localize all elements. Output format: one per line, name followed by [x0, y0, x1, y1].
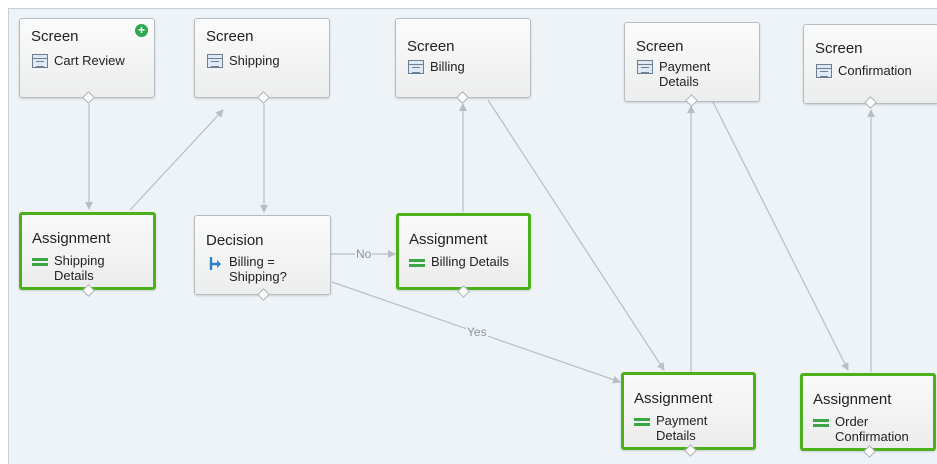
- screen-node-payment-details[interactable]: Screen Payment Details: [624, 22, 760, 102]
- connector-label-no: No: [355, 247, 373, 261]
- node-label: Shipping Details: [54, 253, 105, 283]
- screen-node-shipping[interactable]: Screen Shipping: [194, 18, 330, 98]
- screen-icon: [207, 54, 223, 68]
- connector-label-yes: Yes: [466, 325, 488, 339]
- node-label: Billing: [430, 59, 465, 74]
- node-label: Shipping: [229, 53, 280, 68]
- decision-icon: [209, 257, 221, 270]
- assignment-node-billing-details[interactable]: Assignment Billing Details: [396, 213, 531, 290]
- screen-node-cart-review[interactable]: + Screen Cart Review: [19, 18, 155, 98]
- node-label: Billing Details: [431, 254, 510, 269]
- node-type: Decision: [206, 232, 264, 249]
- node-type: Screen: [407, 38, 455, 55]
- screen-node-billing[interactable]: Screen Billing: [395, 18, 531, 98]
- node-type: Screen: [815, 40, 863, 57]
- node-type: Assignment: [32, 230, 111, 247]
- node-type: Screen: [636, 38, 684, 55]
- node-label: Payment Details: [656, 413, 708, 443]
- plus-circle-icon: +: [135, 24, 148, 37]
- assignment-node-shipping-details[interactable]: Assignment Shipping Details: [19, 212, 156, 290]
- assignment-node-payment-details[interactable]: Assignment Payment Details: [621, 372, 756, 450]
- assignment-node-order-confirmation[interactable]: Assignment Order Confirmation: [800, 373, 936, 451]
- node-type: Assignment: [634, 390, 713, 407]
- screen-icon: [816, 64, 832, 78]
- node-label: Payment Details: [659, 59, 711, 89]
- screen-node-confirmation[interactable]: Screen Confirmation: [803, 24, 937, 104]
- screen-icon: [32, 54, 48, 68]
- screen-icon: [637, 60, 653, 74]
- screen-icon: [408, 60, 424, 74]
- node-label: Cart Review: [54, 53, 125, 68]
- node-type: Assignment: [409, 231, 488, 248]
- node-type: Assignment: [813, 391, 892, 408]
- node-label: Order Confirmation: [835, 414, 909, 444]
- node-type: Screen: [206, 28, 254, 45]
- assignment-icon: [634, 416, 650, 428]
- node-type: Screen: [31, 28, 79, 45]
- node-label: Confirmation: [838, 63, 912, 78]
- assignment-icon: [32, 256, 48, 268]
- decision-node-billing-equals-shipping[interactable]: Decision Billing = Shipping?: [194, 215, 331, 295]
- assignment-icon: [813, 417, 829, 429]
- assignment-icon: [409, 257, 425, 269]
- node-label: Billing = Shipping?: [229, 254, 287, 284]
